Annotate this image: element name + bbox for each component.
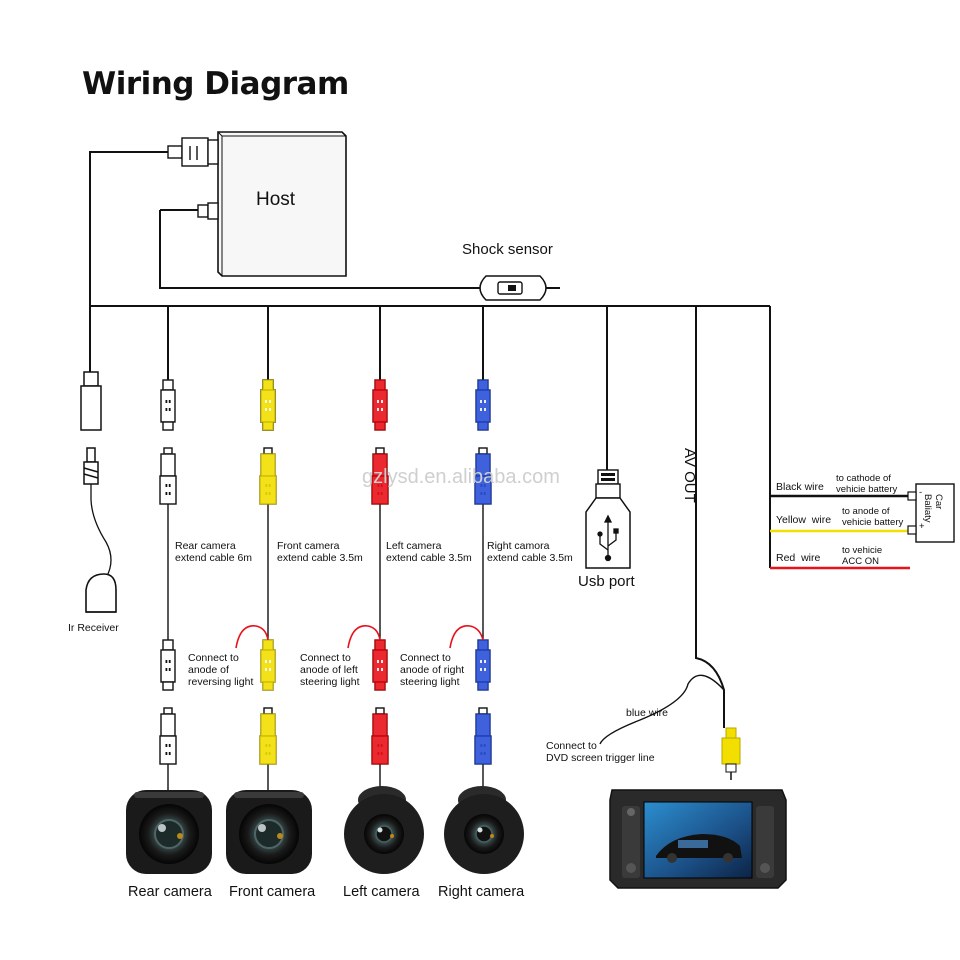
shock-sensor <box>479 275 547 301</box>
usb-port-label: Usb port <box>578 573 635 590</box>
camera-caption-left: Left camera <box>343 884 420 900</box>
host-label: Host <box>256 189 296 210</box>
battery-minus-label: - <box>919 487 923 498</box>
usb-port <box>585 469 631 569</box>
right-connect-note: Connect to anode of right steering light <box>400 652 465 688</box>
front-camera-cable <box>259 379 277 790</box>
camera-caption-rear: Rear camera <box>128 884 212 900</box>
rear-connect-note: Connect to anode of reversing light <box>188 652 254 688</box>
black-wire-label: Black wire <box>776 481 824 493</box>
camera-caption-front: Front camera <box>229 884 316 900</box>
blue-wire-label: blue wire <box>626 707 669 719</box>
black-wire-desc: to cathode of vehicie battery <box>836 473 898 495</box>
ir-receiver <box>80 371 117 613</box>
left-extend-cable-label: Left camera extend cable 3.5m <box>386 540 472 564</box>
dvd-head-unit <box>609 789 787 889</box>
av-out-cable <box>599 674 741 780</box>
front-extend-cable-label: Front camera extend cable 3.5m <box>277 540 363 564</box>
colored-connector-overlays <box>259 379 492 765</box>
dvd-trigger-label: Connect to DVD screen trigger line <box>546 740 655 764</box>
battery-plus-label: + <box>919 521 925 532</box>
right-camera-cable <box>474 379 492 790</box>
red-wire-desc: to vehicie ACC ON <box>842 545 883 567</box>
av-out-label: AV OUT <box>681 448 698 503</box>
left-connect-note: Connect to anode of left steering light <box>300 652 360 688</box>
rear-extend-cable-label: Rear camera extend cable 6m <box>175 540 253 564</box>
right-camera <box>444 786 524 874</box>
battery-box <box>907 483 955 543</box>
rear-camera <box>126 790 212 874</box>
power-wires <box>770 494 910 570</box>
yellow-wire-label: Yellow wire <box>776 514 832 526</box>
host-sensor-connector <box>197 202 219 220</box>
usb-icon <box>597 514 619 562</box>
host-main-connector <box>167 137 219 167</box>
battery-label: Car Baliaty <box>922 494 944 523</box>
left-camera-cable <box>371 379 389 790</box>
ir-receiver-label: Ir Receiver <box>68 622 119 634</box>
front-camera <box>226 790 312 874</box>
main-wiring-harness <box>89 151 771 728</box>
yellow-wire-desc: to anode of vehicie battery <box>842 506 904 528</box>
shock-sensor-label: Shock sensor <box>462 241 553 258</box>
page-title: Wiring Diagram <box>82 66 349 102</box>
host-box <box>217 131 347 277</box>
right-extend-cable-label: Right camora extend cable 3.5m <box>487 540 573 564</box>
rear-camera-cable <box>159 379 177 790</box>
watermark: gzlysd.en.alibaba.com <box>362 466 560 488</box>
trigger-wires <box>235 625 484 649</box>
camera-caption-right: Right camera <box>438 884 525 900</box>
left-camera <box>344 786 424 874</box>
red-wire-label: Red wire <box>776 552 821 564</box>
